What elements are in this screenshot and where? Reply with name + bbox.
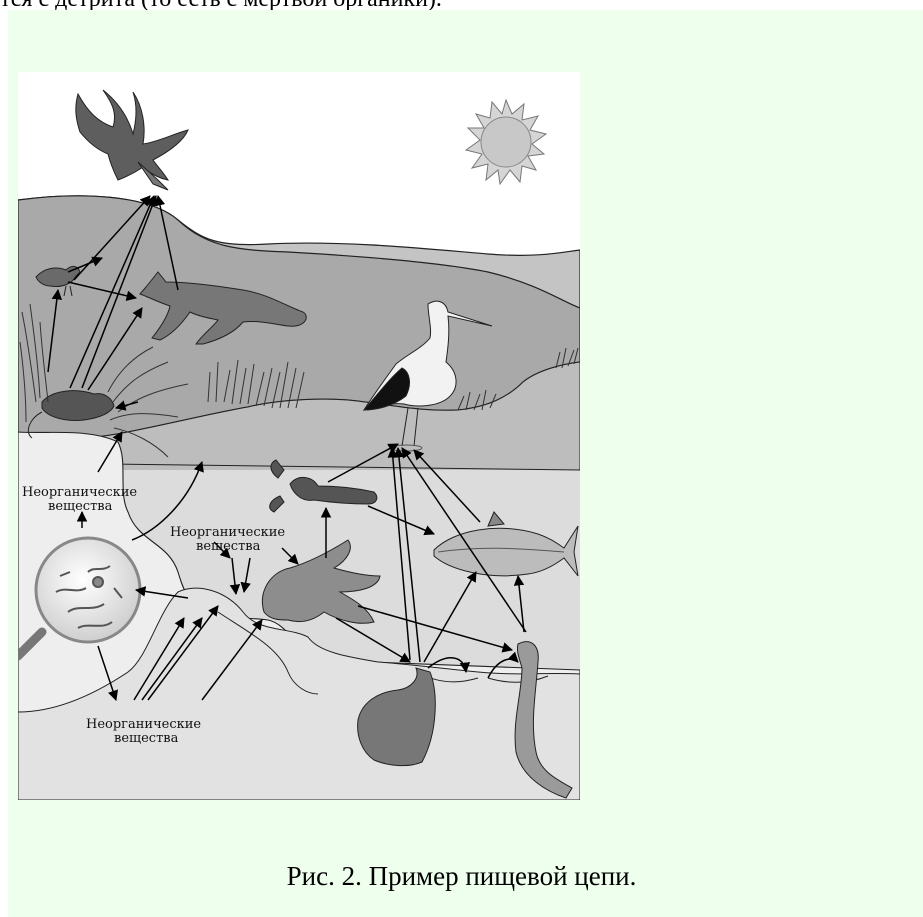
sun-icon — [466, 100, 546, 184]
inorganic-label-3: Неорганические — [86, 717, 201, 732]
food-chain-figure: Неорганические вещества Неорганические в… — [18, 72, 580, 800]
figure-caption: Рис. 2. Пример пищевой цепи. — [0, 861, 923, 892]
inorganic-label-1: Неорганические — [22, 485, 137, 500]
inorganic-label-2: Неорганические — [170, 525, 285, 540]
eagle-icon — [76, 90, 188, 190]
inorganic-label-2-line2: вещества — [196, 539, 261, 554]
inorganic-label-1-line2: вещества — [48, 499, 113, 514]
inorganic-label-3-line2: вещества — [114, 731, 179, 746]
